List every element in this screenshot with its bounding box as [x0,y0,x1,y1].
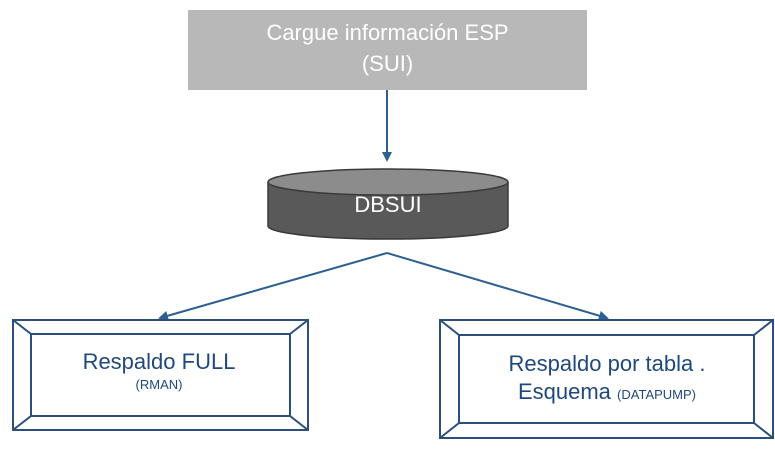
source-subtitle: (SUI) [361,51,414,76]
table-backup-method: (DATAPUMP) [617,387,697,402]
arrow-db-to-full-backup [158,252,388,321]
database-label: DBSUI [354,192,422,217]
table-backup-title: Respaldo por tabla . [508,351,706,376]
full-backup-title: Respaldo FULL [82,349,236,374]
full-backup-frame [12,319,309,431]
source-title: Cargue información ESP [266,20,509,45]
full-backup-box: Respaldo FULL (RMAN) [48,348,270,394]
database-cylinder [267,168,509,240]
table-backup-frame [439,319,774,439]
table-backup-title-schema: Esquema [517,379,611,404]
arrow-db-to-table-backup [386,252,609,321]
full-backup-method: (RMAN) [135,377,183,392]
source-box: Cargue información ESP (SUI) [188,10,587,90]
table-backup-box: Respaldo por tabla . Esquema (DATAPUMP) [466,350,748,409]
